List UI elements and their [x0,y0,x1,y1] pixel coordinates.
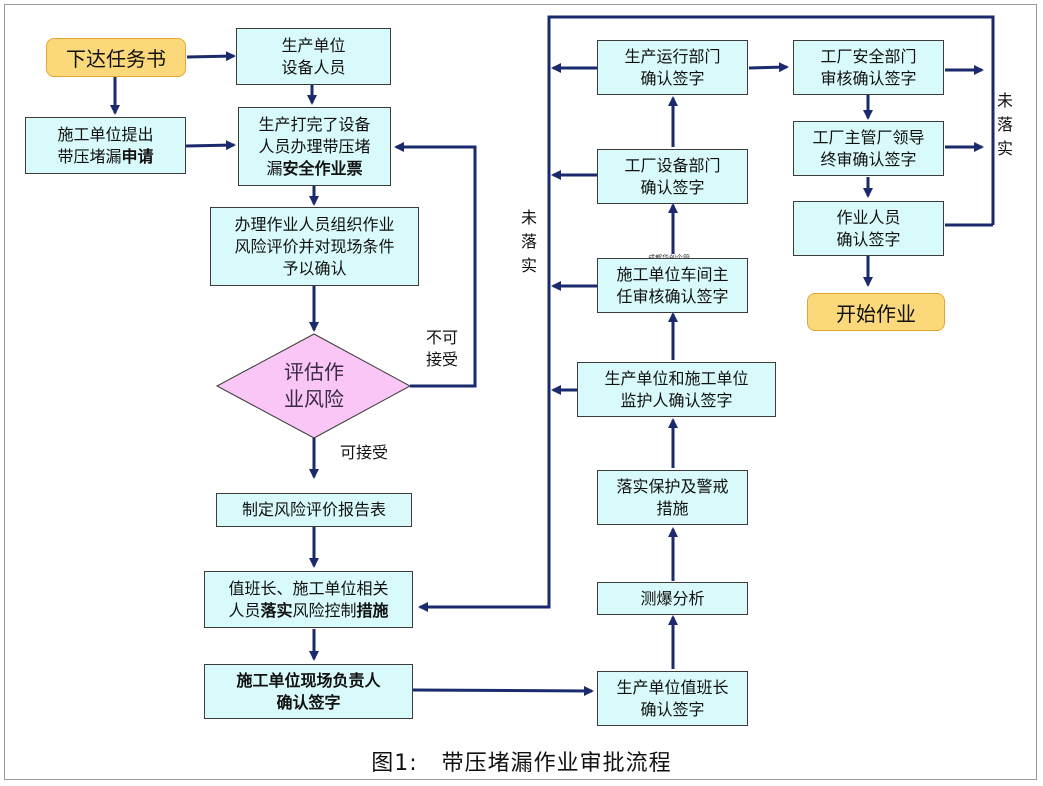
operation-dept-label: 生产运行部门 确认签字 [624,46,721,88]
factory-leader-box: 工厂主管厂领导 终审确认签字 [793,121,944,176]
control-measures-bold-2: 措施 [356,600,389,620]
control-measures-text: 值班长、施工单位相关 人员落实风险控制措施 [228,578,388,622]
not-implemented-label-right: 未 落 实 [996,91,1013,158]
safety-dept-label: 工厂安全部门 审核确认签字 [820,46,917,88]
start-work-label: 开始作业 [836,301,916,326]
workers-label: 作业人员 确认签字 [836,207,901,249]
contractor-application-text: 施工单位提出 带压堵漏申请 [57,124,153,168]
production-equipment-label: 生产单位 设备人员 [281,35,346,77]
work-permit-bold: 安全作业票 [282,158,363,178]
risk-report-box: 制定风险评价报告表 [216,493,412,527]
protection-label: 落实保护及警戒 措施 [616,476,729,518]
decision-text: 评估作 业风险 [284,360,344,411]
decision-label: 评估作 业风险 [268,359,360,413]
workers-box: 作业人员 确认签字 [793,201,944,256]
shift-leader-label: 生产单位值班长 确认签字 [616,677,729,719]
start-work-terminal: 开始作业 [807,293,945,331]
start-task-label: 下达任务书 [66,47,166,71]
protection-box: 落实保护及警戒 措施 [597,470,748,525]
work-permit-text: 生产打完了设备 人员办理带压堵 漏安全作业票 [258,114,370,180]
factory-leader-label: 工厂主管厂领导 终审确认签字 [812,127,925,169]
workshop-head-box: 施工单位车间主 任审核确认签字 [597,258,748,313]
contractor-application-box: 施工单位提出 带压堵漏申请 [25,117,186,174]
control-measures-label: 值班长、施工单位相关 人员 [228,578,389,620]
start-task-terminal: 下达任务书 [46,38,186,77]
figure-frame [4,4,1037,780]
explosion-test-label: 测爆分析 [640,588,705,608]
contractor-application-label: 施工单位提出 带压堵漏 [57,124,154,166]
control-measures-bold-1: 落实 [260,600,293,620]
site-leader-box: 施工单位现场负责人 确认签字 [204,664,413,719]
supervisors-box: 生产单位和施工单位 监护人确认签字 [577,362,776,417]
production-equipment-box: 生产单位 设备人员 [236,28,391,85]
work-permit-box: 生产打完了设备 人员办理带压堵 漏安全作业票 [238,107,391,186]
shift-leader-box: 生产单位值班长 确认签字 [597,671,748,726]
risk-review-label: 办理作业人员组织作业 风险评价并对现场条件 予以确认 [234,214,395,278]
figure-caption: 图1: 带压堵漏作业审批流程 [371,751,672,776]
control-measures-mid: 风险控制 [292,600,357,620]
safety-dept-box: 工厂安全部门 审核确认签字 [793,40,944,95]
operation-dept-box: 生产运行部门 确认签字 [597,40,748,95]
acceptable-label: 可接受 [340,443,389,462]
risk-decision-diamond [215,333,412,439]
supervisors-label: 生产单位和施工单位 监护人确认签字 [604,368,749,410]
control-measures-box: 值班长、施工单位相关 人员落实风险控制措施 [204,571,413,628]
explosion-test-box: 测爆分析 [597,582,748,615]
site-leader-label: 施工单位现场负责人 确认签字 [236,670,381,712]
risk-review-box: 办理作业人员组织作业 风险评价并对现场条件 予以确认 [210,207,419,286]
contractor-application-bold: 申请 [121,146,154,166]
not-implemented-label-left: 未 落 实 [520,208,537,275]
workshop-head-label: 施工单位车间主 任审核确认签字 [616,264,729,306]
risk-report-label: 制定风险评价报告表 [241,500,386,519]
equipment-dept-label: 工厂设备部门 确认签字 [624,155,721,197]
work-permit-label: 生产打完了设备 人员办理带压堵 漏 [258,114,371,178]
equipment-dept-box: 工厂设备部门 确认签字 [597,149,748,204]
not-acceptable-label: 不可 接受 [426,328,459,369]
